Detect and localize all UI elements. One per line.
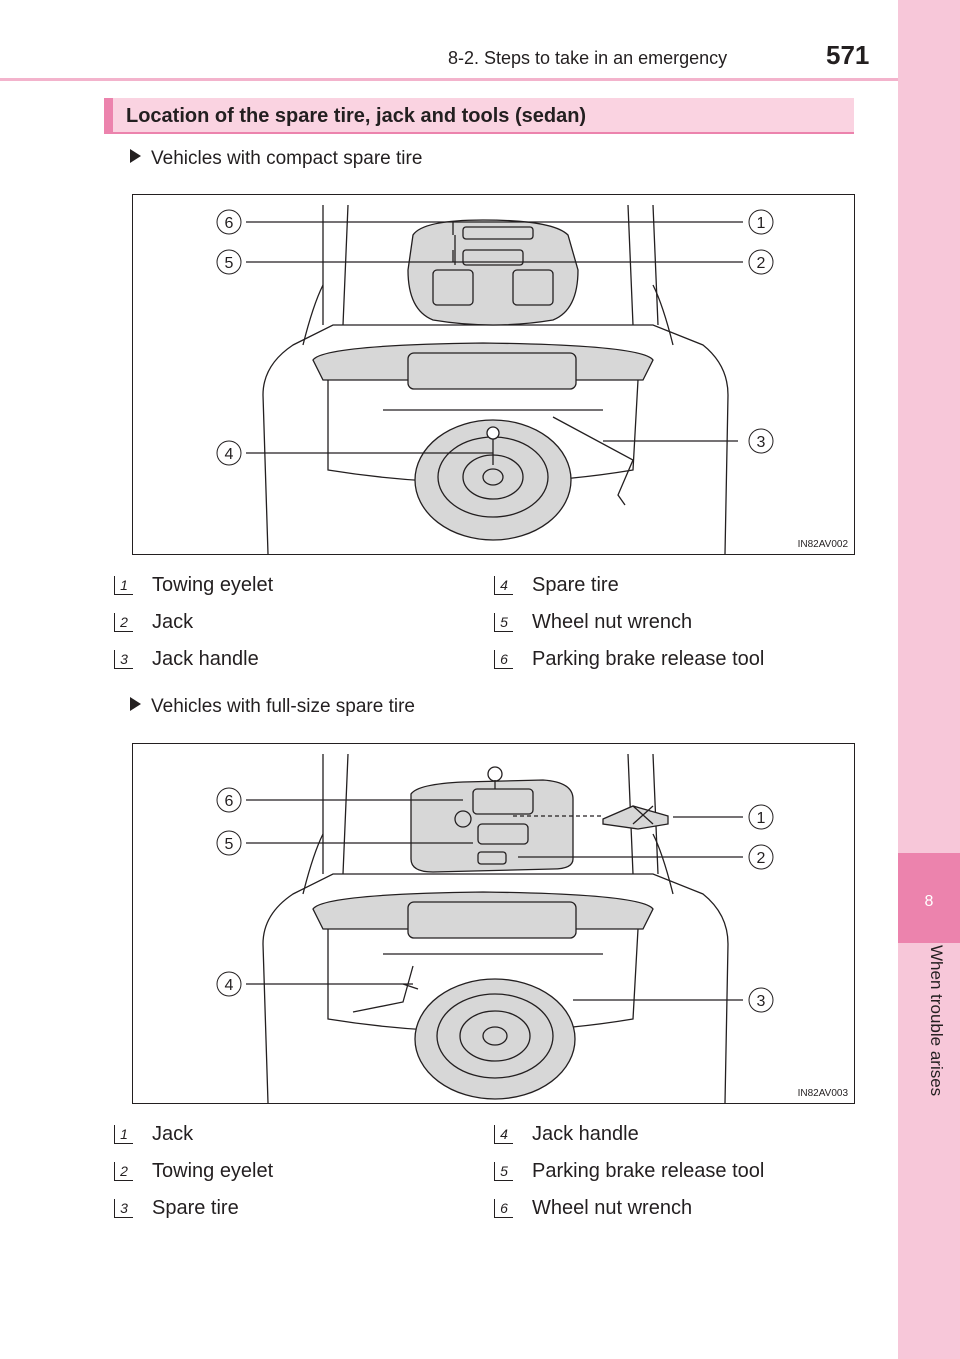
fullsize-callout-5: 5 [225,836,234,853]
legend-label: Jack [152,1123,194,1145]
legend-label: Towing eyelet [152,574,274,596]
legend-number: 1 [114,576,133,595]
legend-number: 3 [114,650,133,669]
fullsize-bullet: Vehicles with full-size spare tire [130,696,415,718]
legend-label: Jack [152,611,194,633]
compact-callout-6: 6 [225,215,234,232]
legend-label: Parking brake release tool [532,648,765,670]
compact-callout-5: 5 [225,255,234,272]
legend-label: Parking brake release tool [532,1160,765,1182]
section-heading: 8-2. Steps to take in an emergency [448,48,728,68]
compact-bullet: Vehicles with compact spare tire [130,148,422,170]
fullsize-callout-3: 3 [757,993,766,1010]
chapter-title: When trouble arises [927,945,946,1097]
compact-bullet-text: Vehicles with compact spare tire [151,148,423,169]
fullsize-callout-6: 6 [225,793,234,810]
compact-trunk-illustration: 1 2 3 4 5 6 [216,204,774,554]
compact-callout-4: 4 [225,446,234,463]
bullet-arrow-icon [130,697,141,711]
fullsize-trunk-illustration: 1 2 3 4 5 6 [216,753,774,1103]
bullet-arrow-icon [130,149,141,163]
fullsize-figure: 1 2 3 4 5 6 IN82AV003 [132,743,855,1104]
legend-label: Jack handle [152,648,259,670]
legend-label: Wheel nut wrench [532,611,693,633]
legend-label: Spare tire [152,1197,239,1219]
legend-label: Wheel nut wrench [532,1197,693,1219]
header-rule [0,78,898,81]
legend-number: 3 [114,1199,133,1218]
title-underline [104,132,854,134]
legend-number: 4 [494,576,513,595]
legend-label: Spare tire [532,574,619,596]
page-number: 571 [826,40,870,70]
legend-label: Towing eyelet [152,1160,274,1182]
legend-label: Jack handle [532,1123,639,1145]
fullsize-callout-2: 2 [757,850,766,867]
section-title: Location of the spare tire, jack and too… [126,105,587,127]
legend-number: 2 [114,613,133,632]
legend-number: 6 [494,650,513,669]
compact-figure: 1 2 3 4 5 6 IN82AV002 [132,194,855,555]
compact-callout-1: 1 [757,215,766,232]
legend-number: 5 [494,1162,513,1181]
title-accent [104,98,113,134]
fullsize-callout-1: 1 [757,810,766,827]
section-title-bar: Location of the spare tire, jack and too… [104,98,854,134]
compact-figure-code: IN82AV002 [797,539,848,550]
fullsize-bullet-text: Vehicles with full-size spare tire [151,696,415,717]
legend-number: 1 [114,1125,133,1144]
fullsize-callout-4: 4 [225,977,234,994]
legend-number: 4 [494,1125,513,1144]
chapter-side-tab: 8 When trouble arises [898,0,960,1359]
fullsize-figure-code: IN82AV003 [797,1088,848,1099]
chapter-number: 8 [924,893,934,910]
legend-number: 2 [114,1162,133,1181]
legend-number: 6 [494,1199,513,1218]
chapter-chip [898,853,960,943]
compact-callout-2: 2 [757,255,766,272]
legend-number: 5 [494,613,513,632]
page-header: 8-2. Steps to take in an emergency 571 [0,0,898,81]
compact-callout-3: 3 [757,434,766,451]
